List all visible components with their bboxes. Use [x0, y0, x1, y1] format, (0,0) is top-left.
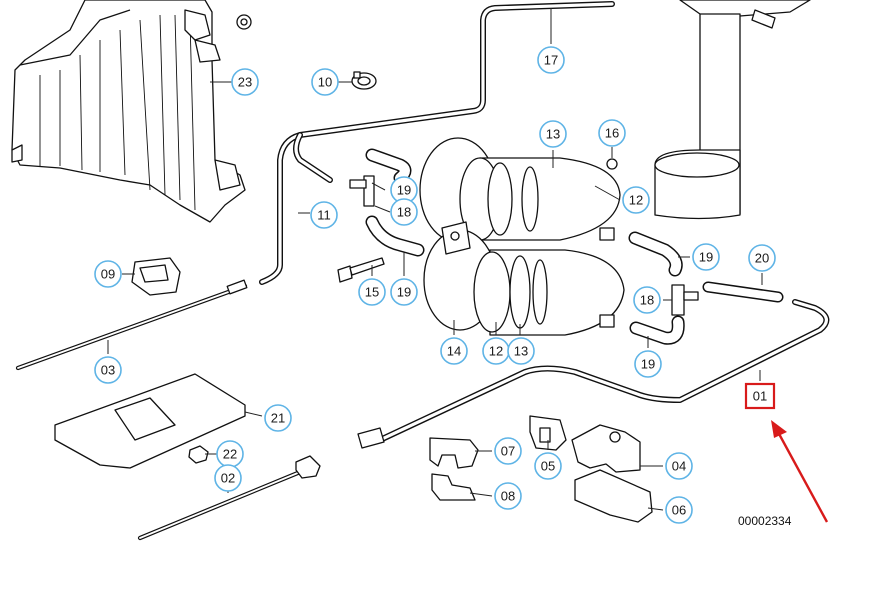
svg-text:12: 12 [489, 344, 503, 359]
svg-text:10: 10 [318, 75, 332, 90]
svg-text:21: 21 [271, 411, 285, 426]
svg-text:22: 22 [223, 447, 237, 462]
cover-plate-part-21[interactable] [54, 373, 246, 469]
holder-part-07[interactable] [429, 437, 479, 469]
leader-lines [107, 8, 763, 511]
hose-right-lower[interactable] [629, 315, 685, 345]
callout-10[interactable]: 10 [311, 68, 339, 96]
callout-06[interactable]: 06 [665, 496, 693, 524]
body-panel-part[interactable] [11, 0, 246, 223]
svg-text:19: 19 [641, 357, 655, 372]
callout-14[interactable]: 14 [440, 337, 468, 365]
highlighted-callout-01[interactable]: 01 [744, 382, 776, 410]
brake-line-part-03[interactable] [15, 279, 248, 371]
pointer-arrow-icon [771, 420, 829, 523]
holder-part-04[interactable] [571, 424, 641, 473]
hose-right-upper[interactable] [628, 231, 683, 277]
svg-text:01: 01 [753, 389, 767, 404]
callout-02[interactable]: 02 [214, 464, 242, 492]
callout-03[interactable]: 03 [94, 356, 122, 384]
hose-upper-left[interactable] [365, 148, 412, 185]
rod-part-02[interactable] [137, 455, 321, 541]
callout-13-upper[interactable]: 13 [539, 120, 567, 148]
svg-text:19: 19 [699, 250, 713, 265]
bracket-part-06[interactable] [574, 469, 653, 523]
svg-text:15: 15 [365, 285, 379, 300]
fuel-level-sender-part[interactable] [654, 0, 811, 220]
svg-text:18: 18 [397, 205, 411, 220]
nut-part-22[interactable] [188, 445, 209, 464]
callout-23[interactable]: 23 [231, 68, 259, 96]
filter-bracket-part[interactable] [441, 221, 471, 255]
callout-09[interactable]: 09 [94, 260, 122, 288]
callout-07[interactable]: 07 [494, 437, 522, 465]
svg-text:07: 07 [501, 444, 515, 459]
callout-20[interactable]: 20 [748, 244, 776, 272]
callout-19-upper[interactable]: 19 [390, 176, 418, 204]
hose-clamp-part[interactable] [351, 71, 377, 90]
svg-text:14: 14 [447, 344, 461, 359]
grommet-part[interactable] [606, 158, 618, 170]
hose-middle-left[interactable] [365, 215, 425, 257]
callout-18-right[interactable]: 18 [633, 286, 661, 314]
callout-04[interactable]: 04 [665, 452, 693, 480]
callout-15[interactable]: 15 [358, 278, 386, 306]
svg-text:16: 16 [605, 126, 619, 141]
fuel-filter-lower[interactable] [423, 229, 625, 336]
callout-11[interactable]: 11 [310, 201, 338, 229]
clip-part-05[interactable] [529, 415, 567, 451]
svg-text:19: 19 [397, 183, 411, 198]
svg-text:03: 03 [101, 363, 115, 378]
svg-text:17: 17 [544, 53, 558, 68]
callout-08[interactable]: 08 [494, 482, 522, 510]
clip-part-09[interactable] [131, 257, 181, 296]
svg-text:05: 05 [541, 459, 555, 474]
callout-19-middle[interactable]: 19 [390, 278, 418, 306]
callout-05[interactable]: 05 [534, 452, 562, 480]
svg-text:04: 04 [672, 459, 686, 474]
svg-text:19: 19 [397, 285, 411, 300]
svg-text:11: 11 [317, 208, 331, 223]
callout-18-upper[interactable]: 18 [390, 198, 418, 226]
svg-text:02: 02 [221, 471, 235, 486]
svg-text:08: 08 [501, 489, 515, 504]
svg-text:13: 13 [514, 344, 528, 359]
callout-17[interactable]: 17 [537, 46, 565, 74]
fuel-filter-upper[interactable] [419, 137, 621, 243]
fuel-feed-line-upper[interactable] [259, 1, 615, 285]
fuel-line-part-01[interactable] [357, 299, 830, 449]
callout-12-upper[interactable]: 12 [622, 186, 650, 214]
t-connector-lower[interactable] [671, 284, 699, 316]
callout-13-lower[interactable]: 13 [507, 337, 535, 365]
short-pipe-part[interactable] [702, 281, 784, 303]
callout-21[interactable]: 21 [264, 404, 292, 432]
svg-text:09: 09 [101, 267, 115, 282]
svg-text:18: 18 [640, 293, 654, 308]
callout-16[interactable]: 16 [598, 119, 626, 147]
svg-text:06: 06 [672, 503, 686, 518]
svg-text:13: 13 [546, 127, 560, 142]
diagram-code: 00002334 [738, 514, 792, 528]
svg-text:23: 23 [238, 75, 252, 90]
callout-12-lower[interactable]: 12 [482, 337, 510, 365]
svg-text:20: 20 [755, 251, 769, 266]
bolt-part[interactable] [337, 257, 385, 283]
svg-text:12: 12 [629, 193, 643, 208]
holder-part-08[interactable] [431, 473, 476, 501]
callout-22[interactable]: 22 [216, 440, 244, 468]
callout-19-lower[interactable]: 19 [634, 350, 662, 378]
callout-19-right[interactable]: 19 [692, 243, 720, 271]
t-connector-upper[interactable] [349, 175, 375, 207]
nut-part[interactable] [236, 14, 252, 30]
